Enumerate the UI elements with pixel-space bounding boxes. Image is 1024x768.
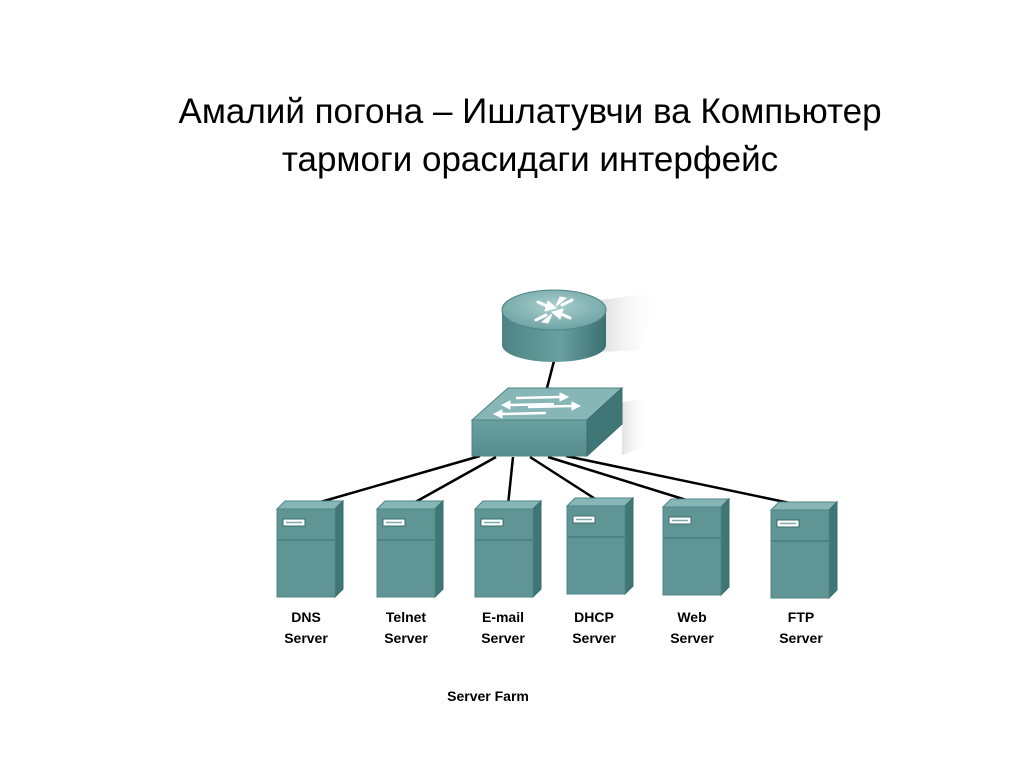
server-label-type: Server [779, 630, 823, 646]
server-label-name: Telnet [386, 609, 427, 625]
server-label-name: E-mail [482, 609, 524, 625]
server-dhcp: DHCP Server [565, 496, 635, 646]
cable-switch-dhcp [529, 455, 601, 504]
cable-switch-web [547, 455, 697, 505]
server-label-name: DHCP [574, 609, 614, 625]
server-ftp: FTP Server [769, 500, 839, 646]
server-label-type: Server [284, 630, 328, 646]
server-label-type: Server [670, 630, 714, 646]
server-farm: DNSServerTelnetServerE-mailServerDHCPSer… [275, 496, 839, 646]
server-icon [661, 497, 731, 597]
slide-title-line-2: тармоги орасидаги интерфейс [281, 140, 779, 179]
slide-title: Амалий погона – Ишлатувчи ва Компьютер т… [0, 88, 1024, 184]
server-farm-caption: Server Farm [447, 688, 529, 704]
server-icon [375, 499, 445, 599]
cable-switch-telnet [409, 455, 497, 507]
server-icon [473, 499, 543, 599]
server-label-name: FTP [788, 609, 814, 625]
network-links [309, 360, 805, 508]
switch-icon [470, 386, 650, 458]
server-label-name: DNS [291, 609, 321, 625]
server-icon [565, 496, 635, 596]
cable-switch-dns [309, 454, 481, 507]
server-dns: DNS Server [275, 499, 345, 646]
server-label-name: Web [677, 609, 706, 625]
router-icon [501, 289, 660, 362]
cable-switch-ftp [565, 454, 805, 508]
server-icon [769, 500, 839, 600]
slide-title-line-1: Амалий погона – Ишлатувчи ва Компьютер [178, 92, 882, 131]
cable-switch-email [506, 456, 515, 506]
server-label-type: Server [481, 630, 525, 646]
server-label-type: Server [384, 630, 428, 646]
cable-router-switch [545, 360, 556, 389]
server-label-type: Server [572, 630, 616, 646]
server-icon [275, 499, 345, 599]
